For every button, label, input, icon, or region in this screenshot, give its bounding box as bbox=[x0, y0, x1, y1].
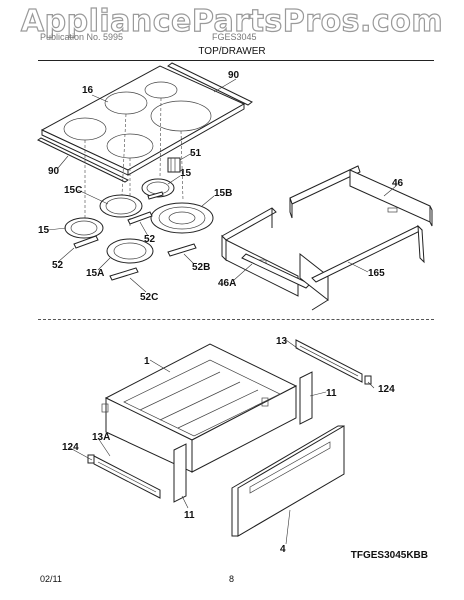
element-brackets bbox=[73, 191, 197, 281]
model-header: FGES3045 bbox=[212, 32, 257, 42]
callout-51-terminal-block: 51 bbox=[190, 148, 202, 159]
front-frame bbox=[221, 207, 299, 297]
callout-15a-element: 15A bbox=[86, 268, 104, 279]
rear-frame bbox=[289, 165, 433, 227]
callout-52-left-bracket: 52 bbox=[52, 260, 64, 271]
cooktop-glass bbox=[40, 65, 246, 176]
callout-15-element: 15 bbox=[180, 168, 192, 179]
rear-trim-strip bbox=[167, 62, 253, 106]
callout-13a-slide: 13A bbox=[92, 432, 110, 443]
section-divider bbox=[38, 319, 434, 320]
callout-90-front-trim: 90 bbox=[48, 166, 60, 177]
drawer-slides bbox=[87, 339, 372, 499]
callout-124-right-roller: 124 bbox=[378, 384, 395, 395]
header-rule bbox=[38, 60, 434, 61]
callout-11-left-bracket: 11 bbox=[184, 510, 195, 521]
section-title: TOP/DRAWER bbox=[198, 46, 266, 57]
callout-90-rear-trim: 90 bbox=[228, 70, 240, 81]
footer-date: 02/11 bbox=[40, 574, 62, 584]
drawer-box bbox=[101, 343, 298, 473]
callout-11-right-bracket: 11 bbox=[326, 388, 337, 399]
slide-brackets bbox=[173, 371, 313, 503]
front-trim-strip bbox=[36, 137, 130, 183]
page-number: 8 bbox=[229, 574, 235, 584]
model-code: TFGES3045KBB bbox=[350, 550, 428, 561]
callout-46-rear-frame: 46 bbox=[392, 178, 404, 189]
drawer-front bbox=[231, 425, 345, 537]
callout-1-drawer-box: 1 bbox=[144, 356, 150, 367]
radiant-elements bbox=[64, 178, 214, 264]
callout-52-bracket: 52 bbox=[144, 234, 156, 245]
side-rail bbox=[241, 224, 425, 311]
callout-165-side-rail: 165 bbox=[368, 268, 385, 279]
leader-lines bbox=[47, 78, 397, 545]
terminal-block bbox=[167, 157, 181, 173]
callout-16-cooktop: 16 bbox=[82, 85, 94, 96]
callout-4-drawer-front: 4 bbox=[280, 544, 286, 555]
callout-124-left-roller: 124 bbox=[62, 442, 79, 453]
publication-number: Publication No. 5995 bbox=[40, 32, 124, 42]
callout-13-slide: 13 bbox=[276, 336, 288, 347]
callout-46a-front-frame: 46A bbox=[218, 278, 236, 289]
callout-15b-element: 15B bbox=[214, 188, 232, 199]
callout-15-left-element: 15 bbox=[38, 225, 50, 236]
watermark: AppliancePartsPros.com bbox=[20, 3, 444, 39]
callout-52b-bracket: 52B bbox=[192, 262, 210, 273]
callout-15c-element: 15C bbox=[64, 185, 82, 196]
callout-52c-bracket: 52C bbox=[140, 292, 158, 303]
